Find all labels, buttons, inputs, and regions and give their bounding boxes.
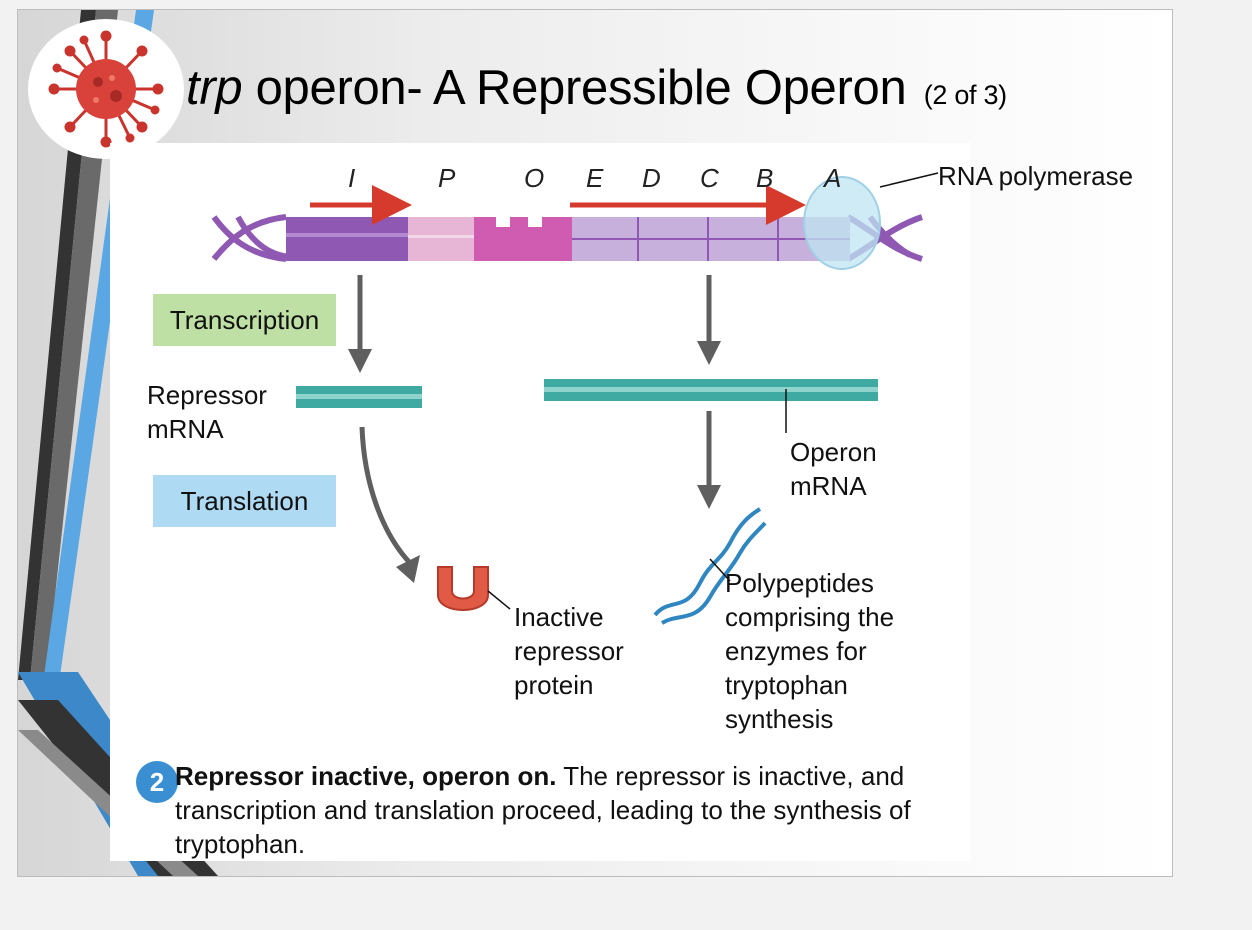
gene-label-i: I	[348, 163, 356, 193]
polypeptides-icon	[653, 507, 767, 625]
operon-diagram-figure: I P O E D C B A RNA polymerase Transcrip…	[110, 143, 1133, 861]
translation-step-label: Translation	[153, 475, 336, 527]
title-main-text: operon- A Repressible Operon	[242, 61, 907, 115]
inactive-repressor-label-line3: protein	[514, 670, 594, 700]
gene-label-c: C	[700, 163, 719, 193]
operon-mrna-label-line1: Operon	[790, 437, 877, 467]
figure-caption: Repressor inactive, operon on. The repre…	[175, 759, 995, 861]
gene-i-segment	[286, 217, 408, 261]
gene-label-b: B	[756, 163, 774, 193]
gene-label-e: E	[586, 163, 604, 193]
polypeptides-label-line1: Polypeptides	[725, 568, 874, 598]
inactive-repressor-label-line2: repressor	[514, 636, 624, 666]
step-number-badge: 2	[136, 761, 178, 803]
polypeptides-label-line2: comprising the	[725, 602, 895, 632]
gene-label-p: P	[438, 163, 456, 193]
polypeptides-label-line4: tryptophan	[725, 670, 848, 700]
operon-mrna-label-line2: mRNA	[790, 471, 867, 501]
rna-polymerase-label: RNA polymerase	[938, 161, 1134, 191]
operon-diagram-graphics	[211, 172, 939, 625]
rna-polymerase-blob	[803, 176, 881, 270]
title-part-indicator: (2 of 3)	[923, 80, 1007, 110]
inactive-repressor-label-line1: Inactive	[514, 602, 604, 632]
slide-title: trp operon- A Repressible Operon (2 of 3…	[186, 60, 1007, 116]
gene-label-d: D	[642, 163, 661, 193]
gene-label-a: A	[824, 163, 842, 193]
caption-bold-lead: Repressor inactive, operon on.	[175, 761, 557, 791]
inactive-repressor-icon	[437, 566, 489, 611]
promoter-segment	[408, 217, 474, 261]
virus-logo-icon	[28, 19, 184, 159]
title-italic-prefix: trp	[186, 61, 243, 115]
polypeptides-label-line3: enzymes for	[725, 636, 867, 666]
dna-helix-left	[211, 214, 291, 262]
caption-body-text: The repressor is inactive, and transcrip…	[175, 761, 911, 859]
repressor-mrna-label-line1: Repressor	[147, 380, 267, 410]
gene-label-o: O	[524, 163, 545, 193]
slide: trp operon- A Repressible Operon (2 of 3…	[17, 9, 1173, 877]
polypeptides-label-line5: synthesis	[725, 704, 834, 734]
repressor-mrna-label-line2: mRNA	[147, 414, 224, 444]
operator-segment	[474, 213, 572, 261]
transcription-step-label: Transcription	[153, 294, 336, 346]
rna-polymerase-pointer	[879, 172, 939, 188]
